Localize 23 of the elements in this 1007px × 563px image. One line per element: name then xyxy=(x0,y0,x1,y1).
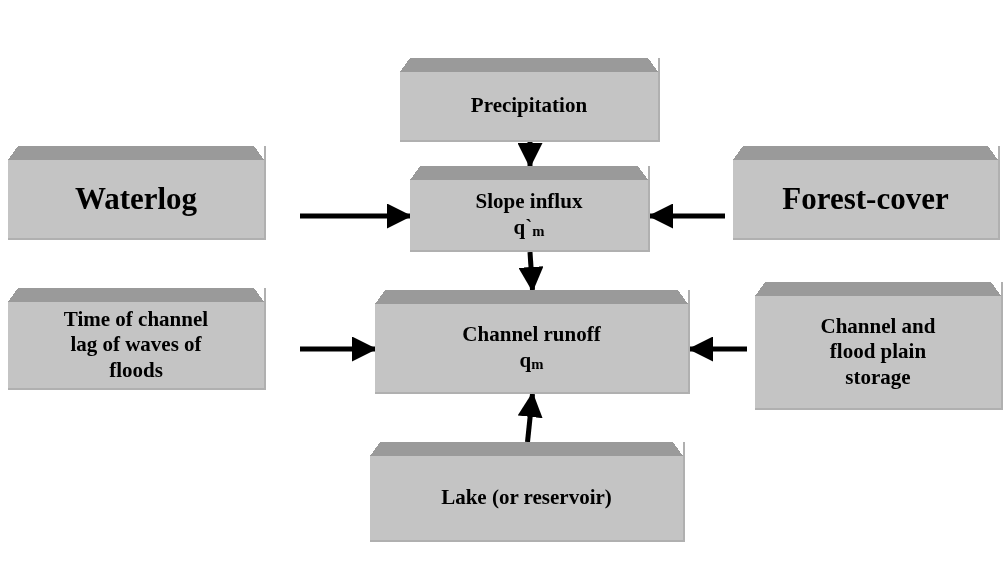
beveled-box xyxy=(375,290,690,394)
arrow xyxy=(300,336,377,362)
arrow xyxy=(517,142,543,168)
beveled-box xyxy=(733,146,1000,240)
box-label: Lake (or reservoir) xyxy=(441,485,612,511)
beveled-box xyxy=(400,58,660,142)
beveled-box xyxy=(8,288,266,390)
beveled-box xyxy=(370,442,685,542)
box-label: q`$_{m}$ xyxy=(513,214,545,241)
beveled-box xyxy=(410,166,650,252)
box-label: Precipitation xyxy=(470,93,588,119)
beveled-box xyxy=(8,146,266,240)
box-label: Time of channel lag of waves of floods xyxy=(62,307,210,383)
arrow xyxy=(518,251,544,292)
arrow xyxy=(300,203,412,229)
box-label: Channel runoff xyxy=(462,322,601,348)
arrow xyxy=(517,392,543,443)
box-label: Forest-cover xyxy=(782,180,949,218)
box-label: Slope influx xyxy=(475,189,583,215)
box-label: Channel and flood plain storage xyxy=(819,314,937,390)
box-label: Waterlog xyxy=(74,180,198,218)
box-label: q$_{m}$ xyxy=(519,347,544,374)
beveled-box xyxy=(755,282,1003,410)
